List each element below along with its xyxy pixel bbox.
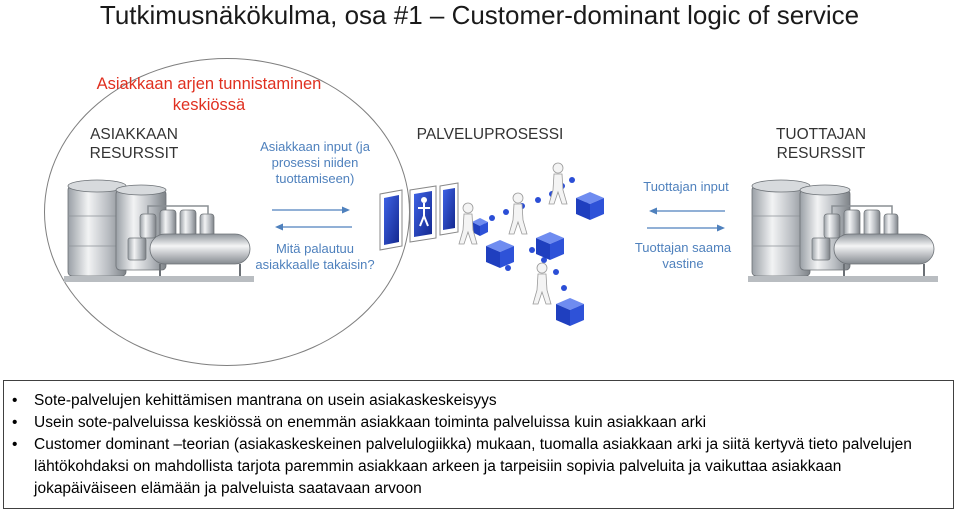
customer-resources-heading: ASIAKKAAN RESURSSIT (89, 126, 179, 162)
key-point: Usein sote-palveluissa keskiössä on enem… (12, 412, 943, 434)
door-icon (439, 182, 459, 236)
door-icon (379, 189, 403, 251)
person-figure-icon (508, 192, 528, 235)
cube-icon (556, 298, 584, 326)
key-point: Sote-palvelujen kehittämisen mantrana on… (12, 390, 943, 412)
service-process-illustration (379, 162, 604, 326)
key-points-box: Sote-palvelujen kehittämisen mantrana on… (3, 380, 954, 509)
person-figure-icon (532, 262, 552, 305)
key-point: Customer dominant –teorian (asiakaskeske… (12, 434, 943, 500)
provider-input-arrow (649, 207, 725, 215)
provider-resources-heading: TUOTTAJAN RESURSSIT (775, 126, 867, 162)
customer-input-arrow (272, 206, 350, 214)
cube-icon (536, 232, 564, 260)
customer-return-arrow (275, 223, 352, 231)
customer-factory-illustration (64, 179, 254, 282)
provider-return-arrow (647, 224, 725, 232)
service-process-heading: PALVELUPROSESSI (416, 126, 564, 143)
provider-factory-illustration (748, 179, 938, 282)
page-title: Tutkimusnäkökulma, osa #1 – Customer-dom… (99, 0, 860, 30)
customer-focus-label: Asiakkaan arjen tunnistaminen keskiössä (96, 75, 322, 114)
cube-icon (576, 192, 604, 220)
door-icon (409, 185, 437, 243)
person-figure-icon (548, 162, 568, 205)
provider-input-note: Tuottajan input (643, 179, 729, 194)
cube-icon (486, 240, 514, 268)
provider-return-note: Tuottajan saama vastine (634, 240, 732, 271)
key-points-list: Sote-palvelujen kehittämisen mantrana on… (12, 390, 943, 500)
flow-arrows (272, 206, 725, 232)
cube-icon (472, 218, 488, 236)
person-figure-icon (458, 202, 478, 245)
customer-input-note: Asiakkaan input (ja prosessi niiden tuot… (260, 139, 370, 186)
customer-return-note: Mitä palautuu asiakkaalle takaisin? (255, 241, 375, 272)
